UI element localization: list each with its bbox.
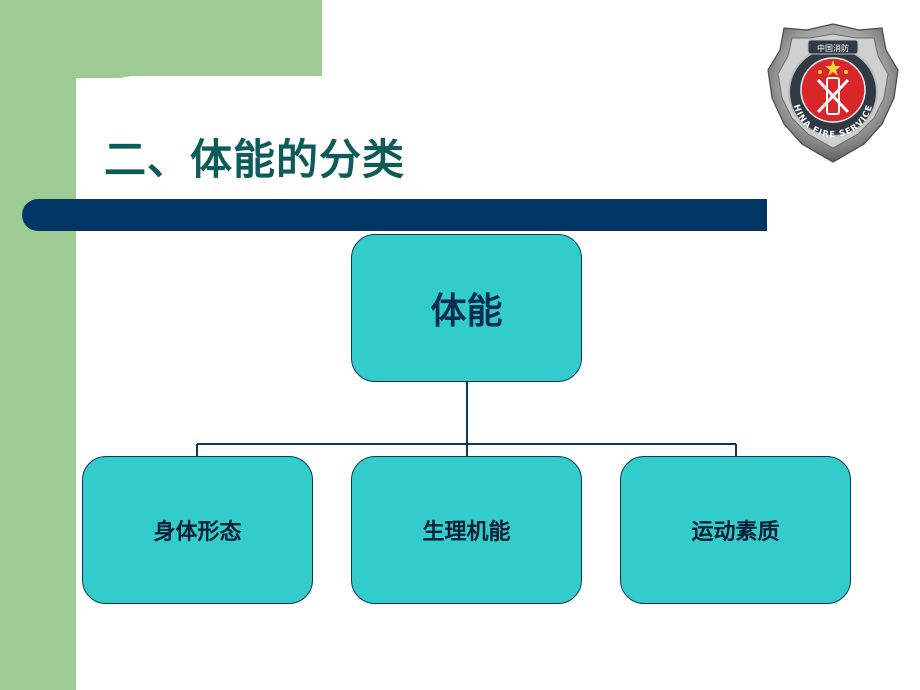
slide-title: 二、体能的分类 bbox=[104, 135, 406, 184]
org-node-athletic-quality: 运动素质 bbox=[620, 456, 851, 604]
org-node-label: 运动素质 bbox=[691, 520, 780, 545]
background-accent-left bbox=[0, 0, 76, 690]
org-node-body-form: 身体形态 bbox=[82, 456, 313, 604]
title-underline-bar bbox=[22, 199, 767, 231]
org-node-root: 体能 bbox=[351, 234, 582, 382]
org-node-physiological-function: 生理机能 bbox=[351, 456, 582, 604]
org-node-root-label: 体能 bbox=[430, 291, 503, 332]
org-node-label: 生理机能 bbox=[422, 520, 511, 545]
org-node-label: 身体形态 bbox=[153, 520, 242, 545]
emblem-top-text: 中国消防 bbox=[817, 43, 849, 53]
china-fire-services-badge-icon: 中国消防 CHINA FIRE SERVICES bbox=[764, 20, 899, 163]
